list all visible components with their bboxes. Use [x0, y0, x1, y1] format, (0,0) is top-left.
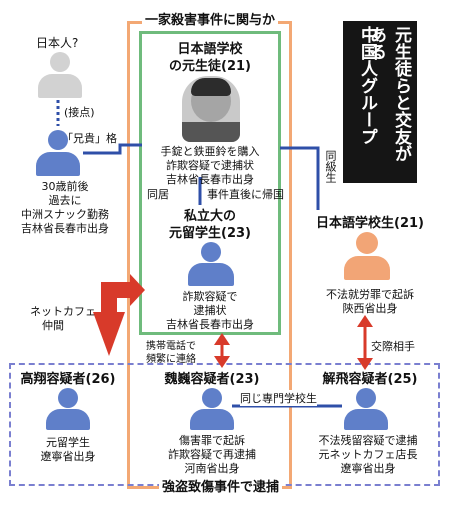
murder-case-caption: 一家殺害事件に関与か	[142, 9, 279, 28]
same-school-label: 同じ専門学校生	[240, 390, 317, 406]
xie-detail-2: 遼寧省出身	[340, 462, 396, 475]
wei-detail-1: 詐欺容疑で再逮捕	[168, 448, 256, 461]
former-student-detail-0: 手錠と鉄亜鈴を購入	[160, 145, 260, 158]
boss-detail-2: 中洲スナック勤務	[21, 208, 109, 221]
xie-title: 解飛容疑者(25)	[322, 372, 418, 387]
xie-person-icon	[344, 388, 388, 430]
school-student-detail-1: 陝西省出身	[342, 302, 398, 315]
xie-detail-1: 元ネットカフェ店長	[318, 448, 418, 461]
gao-title: 高翔容疑者(26)	[20, 372, 116, 387]
former-student-detail-1: 詐欺容疑で逮捕状	[166, 159, 254, 172]
partner-arrow-down	[357, 358, 373, 370]
wei-title: 魏巍容疑者(23)	[164, 372, 260, 387]
net-cafe-label-2: 仲間	[42, 319, 64, 332]
wei-detail-0: 傷害罪で起訴	[179, 434, 245, 447]
former-student-photo	[182, 76, 240, 142]
former-student-detail-2: 吉林省長春市出身	[166, 173, 254, 186]
robbery-arrest-caption: 強盗致傷事件で逮捕	[159, 476, 283, 495]
gao-detail-0: 元留学生	[46, 436, 90, 449]
gao-detail-1: 遼寧省出身	[40, 450, 96, 463]
phone-label-1: 携帯電話で	[146, 341, 196, 352]
uni-student-title-2: 元留学生(23)	[169, 226, 251, 241]
phone-label-2: 頻繁に連絡	[146, 354, 196, 365]
boss-detail-0: 30歳前後	[41, 180, 89, 193]
phone-arrow-down	[214, 356, 230, 368]
boss-to-former-line	[83, 143, 142, 155]
school-student-detail-0: 不法就労罪で起訴	[326, 288, 414, 301]
japanese-person-icon	[38, 52, 82, 98]
former-student-frame	[139, 31, 281, 335]
wei-person-icon	[190, 388, 234, 430]
school-student-person-icon	[344, 232, 390, 280]
headline-box	[343, 21, 417, 183]
net-cafe-label: ネットカフェ	[30, 305, 96, 318]
partner-arrow-up	[357, 315, 373, 327]
former-student-title-2: の元生徒(21)	[169, 59, 251, 74]
phone-arrow-up	[214, 333, 230, 345]
net-cafe-arrow-head	[93, 312, 125, 356]
classmate-line	[280, 146, 320, 210]
contact-label: (接点)	[64, 106, 95, 119]
xie-detail-0: 不法残留容疑で逮捕	[318, 434, 418, 447]
living-together-label: 同居	[147, 188, 169, 201]
boss-detail-3: 吉林省長春市出身	[21, 222, 109, 235]
boss-tag: 「兄貴」格	[62, 132, 117, 145]
uni-student-detail-1: 逮捕状	[193, 304, 227, 317]
headline-line2: 中国人グループ	[357, 26, 377, 145]
boss-person-icon	[36, 130, 80, 176]
uni-student-detail-0: 詐欺容疑で	[182, 290, 238, 303]
gao-person-icon	[46, 388, 90, 430]
partner-label: 交際相手	[371, 340, 415, 353]
uni-student-title-1: 私立大の	[183, 209, 236, 224]
wei-detail-2: 河南省出身	[184, 462, 240, 475]
boss-detail-1: 過去に	[48, 194, 82, 207]
japanese-name: 日本人?	[36, 36, 79, 50]
uni-student-person-icon	[188, 242, 234, 286]
headline-line1: 元生徒らと交友がある	[366, 26, 411, 162]
former-student-title-1: 日本語学校	[177, 42, 243, 57]
uni-student-detail-2: 吉林省長春市出身	[166, 318, 254, 331]
net-cafe-arrow	[101, 274, 145, 315]
classmate-label: 同級生	[324, 150, 337, 183]
returned-home-label: 事件直後に帰国	[207, 188, 284, 201]
school-student-title: 日本語学校生(21)	[316, 216, 424, 231]
